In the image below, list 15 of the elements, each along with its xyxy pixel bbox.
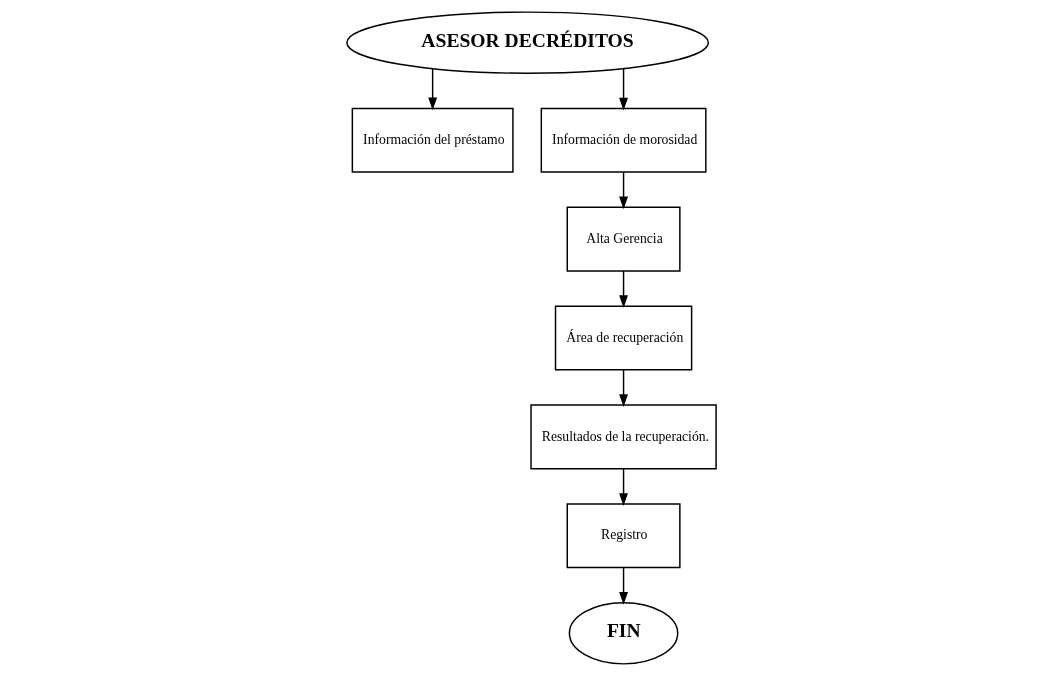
node-box: Resultados de la recuperación. [529, 404, 717, 470]
arrow [618, 369, 628, 407]
node-box: Registro [566, 503, 681, 569]
arrow [618, 171, 628, 210]
node-box: Alta Gerencia [566, 206, 681, 272]
node-ellipse: FIN [568, 602, 678, 665]
node-box: Área de recuperación [554, 305, 692, 371]
node-box: Información del préstamo [351, 107, 514, 173]
arrow [618, 566, 628, 605]
arrow [618, 270, 628, 309]
arrow [618, 468, 628, 506]
node-box: Información de morosidad [540, 107, 707, 173]
node-ellipse: ASESOR DECRÉDITOS [345, 11, 709, 74]
arrow [618, 67, 628, 111]
arrow [427, 68, 437, 111]
